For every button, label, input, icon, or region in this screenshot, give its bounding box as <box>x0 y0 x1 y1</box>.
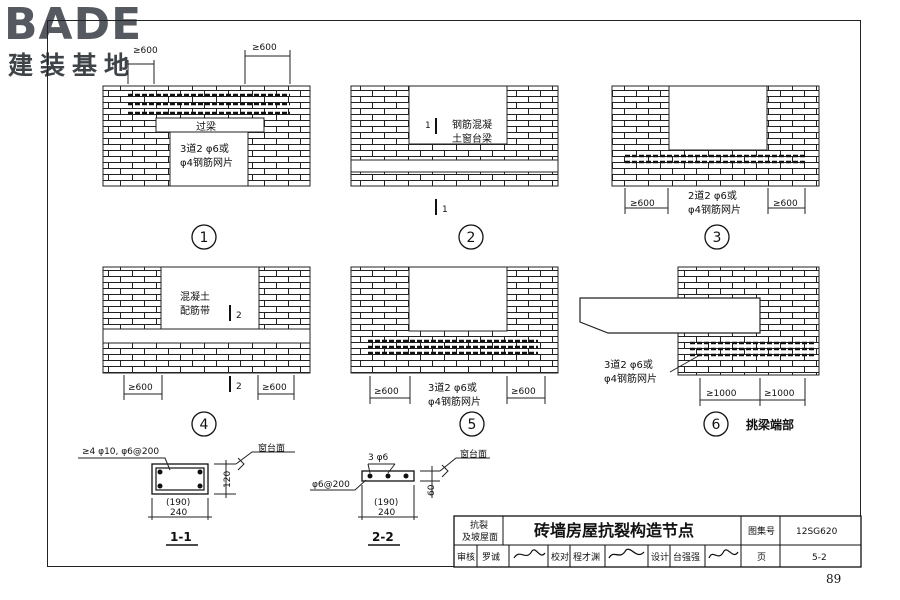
d5-rebar-label-1: 3道2 φ6或 <box>428 381 477 394</box>
detail-3-drawing: ≥600 ≥600 2道2 φ6或 φ4钢筋网片 3 <box>611 85 820 250</box>
title-block: 抗裂 及坡屋面 砖墙房屋抗裂构造节点 图集号 12SG620 审核 罗诚 校对 … <box>453 515 862 568</box>
d3-rebar-label-1: 2道2 φ6或 <box>688 189 737 202</box>
s2-sill-label: 窗台面 <box>460 448 487 460</box>
detail-6-drawing: ≥1000 ≥1000 3道2 φ6或 φ4钢筋网片 6 挑梁端部 <box>579 266 820 437</box>
s1-inner-dim: (190) <box>166 498 190 508</box>
detail-5-marker <box>459 411 485 437</box>
tb-category-1: 抗裂 <box>470 519 488 531</box>
tb-category-2: 及坡屋面 <box>462 531 498 543</box>
tb-checker: 程才渊 <box>573 551 600 563</box>
d1-rebar-label-1: 3道2 φ6或 <box>180 142 229 155</box>
d2-beam-label-1: 钢筋混凝 <box>452 118 492 131</box>
d3-dim-right: ≥600 <box>773 199 798 209</box>
d4-section-mark-top: 2 <box>236 311 242 321</box>
page-number: 89 <box>826 572 842 586</box>
section-2-2-drawing: 3 φ6 φ6@200 60 窗台面 (190) 240 2-2 <box>310 448 490 546</box>
d4-section-mark-bottom: 2 <box>236 382 242 392</box>
detail-4-marker <box>191 411 217 437</box>
tb-drawing-title: 砖墙房屋抗裂构造节点 <box>534 521 694 540</box>
d2-beam-label-2: 土窗台梁 <box>452 132 492 145</box>
detail-2-drawing: 1 1 钢筋混凝 土窗台梁 2 <box>350 85 559 250</box>
detail-5-drawing: ≥600 ≥600 3道2 φ6或 φ4钢筋网片 5 <box>350 266 559 437</box>
d6-rebar-label-1: 3道2 φ6或 <box>604 358 653 371</box>
detail-1-marker <box>191 224 217 250</box>
detail-3-marker <box>704 224 730 250</box>
d1-lintel-label: 过梁 <box>196 120 216 133</box>
d3-dim-left: ≥600 <box>630 199 655 209</box>
bade-logo: BADE 建装基地 <box>4 2 179 80</box>
s1-width-dim: 240 <box>170 508 187 518</box>
logo-chinese-name: 建装基地 <box>8 51 137 80</box>
d4-band-label-2: 配筋带 <box>180 304 210 317</box>
s2-inner-dim: (190) <box>374 498 398 508</box>
detail-1-number: 1 <box>200 230 209 246</box>
s2-width-dim: 240 <box>378 508 395 518</box>
tb-atlas-number: 12SG620 <box>796 527 838 537</box>
d4-band-label-1: 混凝土 <box>180 290 210 303</box>
s2-height-dim: 60 <box>427 484 437 496</box>
detail-6-number: 6 <box>712 417 721 433</box>
tb-reviewer: 罗诚 <box>482 551 500 563</box>
detail-5-number: 5 <box>468 417 477 433</box>
d6-dim-right: ≥1000 <box>764 389 795 399</box>
s2-rebar-label: 3 φ6 <box>368 453 389 463</box>
tb-design-label: 设计 <box>651 551 669 563</box>
section-1-1-title: 1-1 <box>170 530 192 544</box>
d4-dim-right: ≥600 <box>262 383 287 393</box>
d6-caption: 挑梁端部 <box>746 417 794 432</box>
d1-dim-left: ≥600 <box>133 46 158 56</box>
tb-check-label: 校对 <box>551 551 569 563</box>
detail-1-drawing: ≥600 ≥600 过梁 3道2 φ6或 φ4钢筋网片 1 <box>102 43 311 250</box>
tb-designer-signature <box>708 549 739 559</box>
tb-review-label: 审核 <box>457 551 475 563</box>
d2-section-mark-top: 1 <box>425 121 431 131</box>
detail-2-marker <box>458 224 484 250</box>
tb-checker-signature <box>608 548 645 559</box>
d4-dim-left: ≥600 <box>128 383 153 393</box>
s1-height-dim: 120 <box>223 471 233 488</box>
s2-stirrup-label: φ6@200 <box>312 480 350 490</box>
s1-rebar-label: ≥4 φ10, φ6@200 <box>82 447 159 457</box>
detail-3-number: 3 <box>713 230 722 246</box>
d5-rebar-label-2: φ4钢筋网片 <box>428 395 481 408</box>
d3-rebar-label-2: φ4钢筋网片 <box>688 203 741 216</box>
d6-dim-left: ≥1000 <box>706 389 737 399</box>
logo-wordmark: BADE <box>4 0 143 50</box>
d5-dim-right: ≥600 <box>511 387 536 397</box>
detail-6-marker <box>703 411 729 437</box>
tb-atlas-label: 图集号 <box>748 525 775 537</box>
d1-dim-right: ≥600 <box>252 43 277 53</box>
d2-section-mark-bottom: 1 <box>442 205 448 215</box>
tb-designer: 台强强 <box>673 551 700 563</box>
detail-4-drawing: 2 2 ≥600 ≥600 混凝土 配筋带 4 <box>102 266 311 437</box>
tb-reviewer-signature <box>513 549 546 559</box>
section-2-2-title: 2-2 <box>372 530 394 544</box>
s1-sill-label: 窗台面 <box>258 442 285 454</box>
tb-page-label: 页 <box>757 552 766 563</box>
detail-4-number: 4 <box>200 417 209 433</box>
d1-rebar-label-2: φ4钢筋网片 <box>180 156 233 169</box>
d5-dim-left: ≥600 <box>374 387 399 397</box>
section-1-1-drawing: ≥4 φ10, φ6@200 120 窗台面 (190) 240 1-1 <box>78 442 295 546</box>
detail-2-number: 2 <box>467 230 476 246</box>
d6-rebar-label-2: φ4钢筋网片 <box>604 372 657 385</box>
tb-page-value: 5-2 <box>812 553 827 563</box>
